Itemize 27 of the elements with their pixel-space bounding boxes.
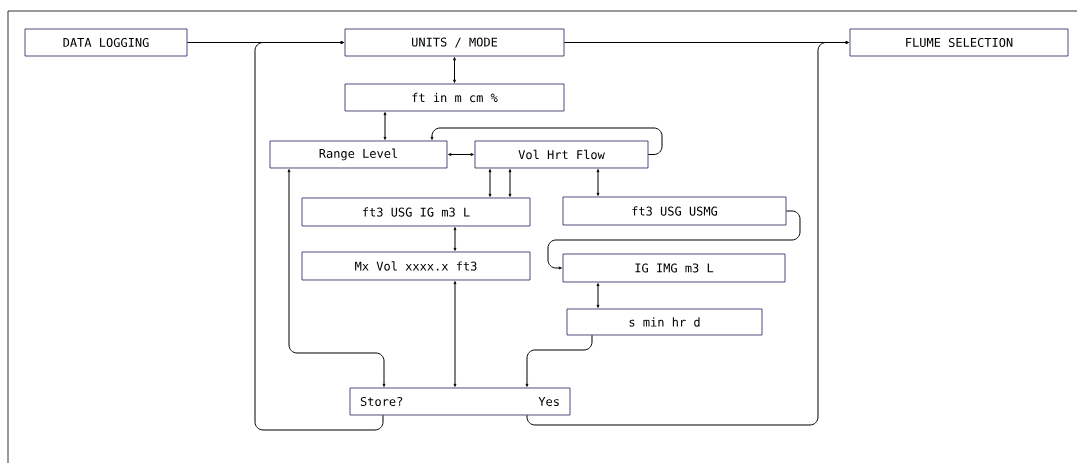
- display-box: Vol Hrt Flow: [474, 140, 649, 169]
- arrow: [448, 153, 474, 156]
- arrow: [508, 169, 512, 197]
- arrow: [596, 169, 600, 196]
- arrow: [525, 334, 593, 387]
- arrow: [596, 283, 600, 308]
- display-box: ft in m cm %: [344, 83, 565, 112]
- arrow: [254, 41, 384, 431]
- display-box: ft3 USG USMG: [562, 196, 787, 226]
- arrow: [453, 281, 457, 387]
- display-box: DATA LOGGING: [24, 28, 188, 57]
- arrow: [453, 57, 456, 83]
- display-box: FLUME SELECTION: [849, 28, 1069, 57]
- arrow: [526, 41, 849, 426]
- display-box: Range Level: [269, 140, 448, 169]
- arrow: [488, 169, 492, 197]
- arrow: [453, 227, 457, 251]
- display-box: Store? Yes: [349, 387, 571, 416]
- arrow: [287, 169, 386, 387]
- display-box: IG IMG m3 L: [562, 253, 786, 283]
- arrow: [547, 210, 801, 270]
- display-box: ft3 USG IG m3 L: [301, 197, 531, 227]
- display-box: Mx Vol xxxx.x ft3: [301, 251, 531, 281]
- display-box: UNITS / MODE: [344, 28, 565, 57]
- arrow: [383, 112, 387, 140]
- display-box: s min hr d: [566, 308, 763, 336]
- arrow: [430, 127, 663, 155]
